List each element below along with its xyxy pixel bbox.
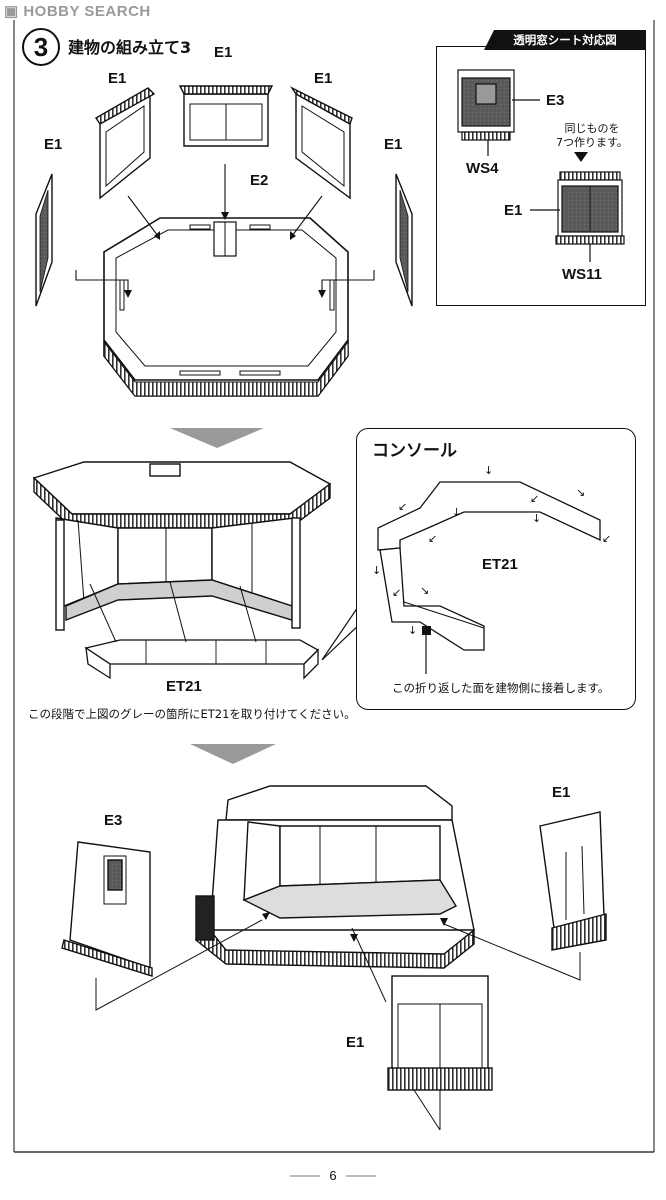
label-e2: E2 bbox=[250, 172, 269, 189]
step-number-badge: 3 bbox=[22, 28, 60, 66]
camera-icon: ▣ bbox=[4, 3, 24, 20]
wall-panel-e1-bottom-right bbox=[539, 811, 607, 951]
label-e3-panel: E3 bbox=[546, 92, 565, 109]
flow-arrow-2 bbox=[190, 744, 276, 764]
window-sheet-panel-title: 透明窓シート対応図 bbox=[484, 30, 646, 50]
et21-console-piece bbox=[84, 639, 320, 680]
building-assembled-bottom bbox=[194, 785, 475, 969]
octagon-base-striped-edge bbox=[103, 340, 349, 397]
wall-panel-e1-top bbox=[178, 85, 274, 147]
down-triangle-icon bbox=[574, 152, 588, 162]
panel-note-line2: 7つ作ります。 bbox=[556, 136, 628, 149]
label-e1-upper-left: E1 bbox=[108, 70, 127, 87]
label-e1-bottom-right: E1 bbox=[552, 784, 571, 801]
wall-panel-e1-far-right bbox=[395, 173, 413, 307]
building-assembled-middle bbox=[32, 461, 332, 631]
label-e1-upper-right: E1 bbox=[314, 70, 333, 87]
console-callout-title: コンソール bbox=[372, 441, 457, 461]
label-e3-bottom: E3 bbox=[104, 812, 123, 829]
label-e1-far-right: E1 bbox=[384, 136, 403, 153]
label-e1-far-left: E1 bbox=[44, 136, 63, 153]
flow-arrow-1 bbox=[170, 428, 264, 448]
label-et21-middle: ET21 bbox=[166, 678, 202, 695]
label-e1-top: E1 bbox=[214, 44, 233, 61]
wall-panel-e1-far-left bbox=[35, 173, 53, 307]
panel-note-line1: 同じものを bbox=[564, 122, 620, 135]
wall-panel-e3-bottom bbox=[61, 841, 153, 977]
panel-e3-ws4-graphic bbox=[457, 69, 540, 156]
label-e1-bottom-front: E1 bbox=[346, 1034, 365, 1051]
console-callout-note: この折り返した面を建物側に接着します。 bbox=[392, 681, 610, 695]
wall-panel-e1-upper-left bbox=[95, 87, 156, 200]
wall-panel-e1-bottom-front bbox=[387, 975, 493, 1091]
label-ws4: WS4 bbox=[466, 160, 499, 177]
page-number: 6 bbox=[329, 1168, 337, 1183]
watermark-logo: ▣ HOBBY SEARCH bbox=[4, 3, 151, 20]
label-et21-callout: ET21 bbox=[482, 556, 518, 573]
label-e1-panel: E1 bbox=[504, 202, 523, 219]
label-ws11: WS11 bbox=[562, 266, 603, 283]
panel-note: 同じものを 7つ作ります。 bbox=[556, 122, 628, 150]
panel-e1-ws11-graphic bbox=[530, 171, 625, 262]
instruction-text: この段階で上図のグレーの箇所にET21を取り付けてください。 bbox=[28, 707, 356, 721]
step-title: 建物の組み立て3 bbox=[68, 38, 192, 57]
wall-panel-e1-upper-right bbox=[289, 86, 353, 200]
